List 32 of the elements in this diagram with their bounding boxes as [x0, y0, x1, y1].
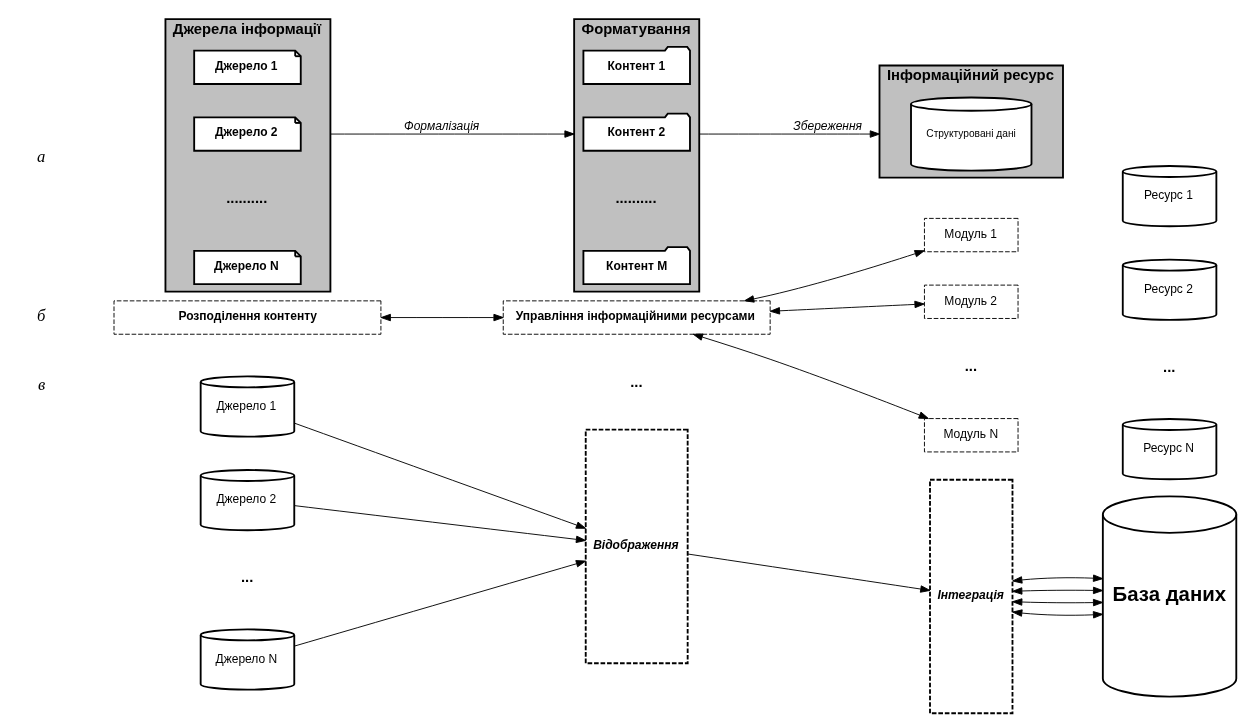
label: ...: [964, 358, 977, 375]
node-box: Управління інформаційними ресурсами: [502, 300, 771, 335]
node-box: Модуль N: [923, 418, 1018, 453]
arrow: [1011, 586, 1103, 595]
node-box: Відображення: [584, 428, 689, 665]
label: ..........: [614, 190, 657, 207]
node-box: Модуль 1: [923, 217, 1018, 253]
arrow: [293, 560, 586, 647]
node-box: Інтеграція: [928, 478, 1013, 715]
label: а: [36, 147, 45, 167]
arrow: [380, 313, 504, 322]
label: в: [37, 375, 45, 395]
label: ...: [1162, 359, 1175, 376]
label: ...: [240, 569, 253, 586]
arrow: [1011, 609, 1103, 619]
arrow: [293, 505, 586, 544]
arrow: [1011, 598, 1103, 607]
edge-label: Збереження: [792, 118, 862, 133]
label: б: [36, 305, 45, 325]
arrow: [1011, 574, 1103, 584]
arrow: [686, 553, 930, 593]
arrow: [293, 422, 586, 529]
label: ...: [629, 373, 643, 390]
arrow: [692, 333, 929, 419]
node-box: Модуль 2: [923, 284, 1018, 319]
arrow: [743, 250, 925, 303]
arrow: [769, 300, 925, 315]
arrow: [329, 130, 575, 138]
edge-label: Формалізація: [403, 118, 479, 133]
arrow: [698, 130, 880, 138]
node-box: Розподілення контенту: [113, 300, 381, 335]
label: ..........: [225, 190, 267, 207]
